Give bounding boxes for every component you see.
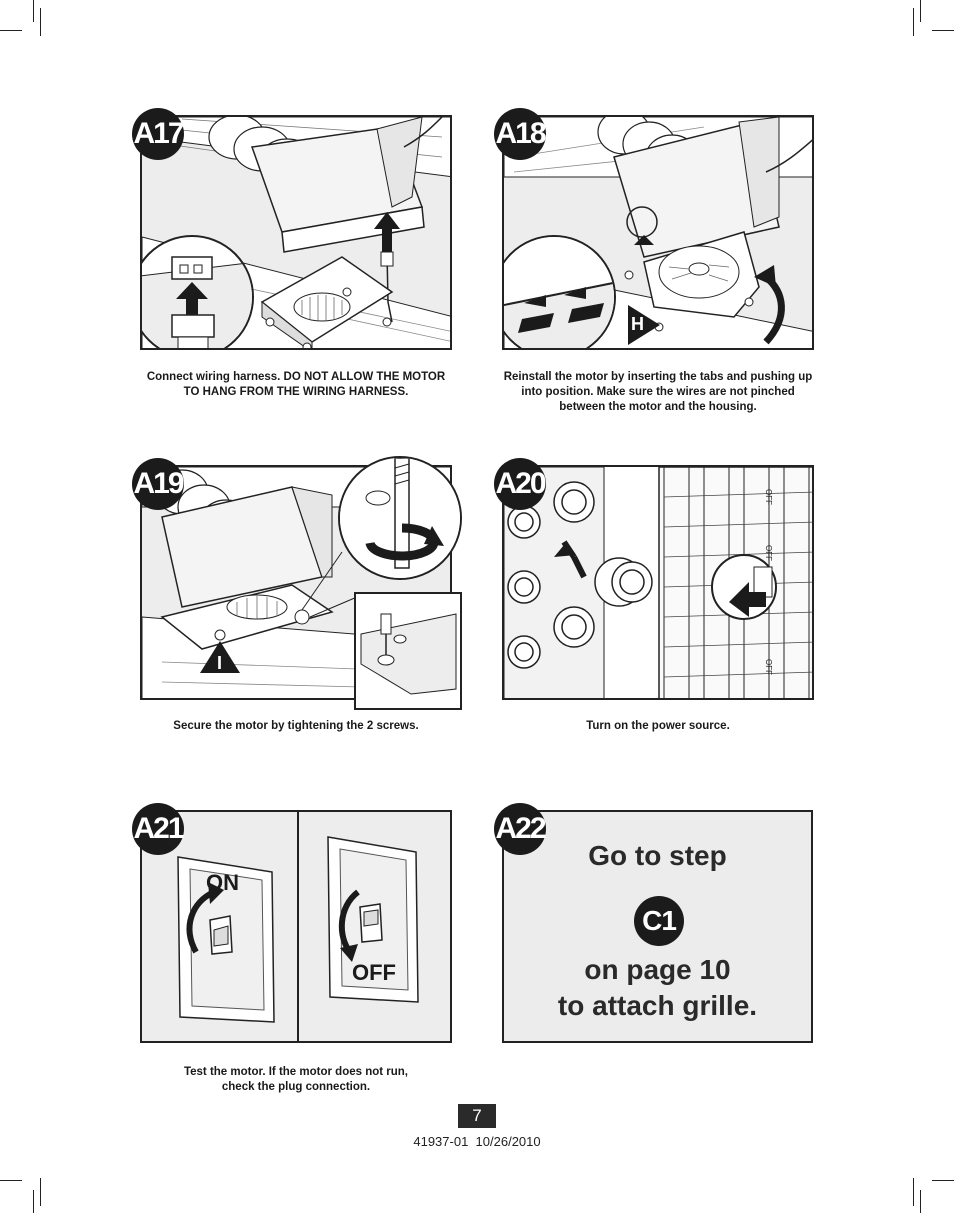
goto-line3: to attach grille. <box>557 990 758 1021</box>
switch-on-label: ON <box>206 870 239 895</box>
step-badge-a21: A21 <box>132 803 185 855</box>
crop-mark <box>40 8 41 36</box>
caption-a21-line1: Test the motor. If the motor does not ru… <box>183 1066 409 1078</box>
illustration-a20: OFF OFF OFF <box>502 465 814 700</box>
marker-i-triangle <box>200 641 240 673</box>
step-badge-a17: A17 <box>132 108 185 160</box>
crop-mark <box>932 30 954 31</box>
crop-mark <box>0 1180 22 1181</box>
caption-a20: Turn on the power source. <box>586 720 730 732</box>
caption-a21-line2: check the plug connection. <box>221 1081 371 1093</box>
breaker-label-top: OFF <box>764 489 773 505</box>
crop-mark <box>920 0 921 22</box>
crop-mark <box>40 1178 41 1206</box>
crop-mark <box>920 1190 921 1213</box>
caption-a18: Reinstall the motor by inserting the tab… <box>503 371 813 413</box>
zoom-detail-tabs <box>504 235 616 348</box>
caption-a19: Secure the motor by tightening the 2 scr… <box>173 720 419 732</box>
crop-mark <box>913 8 914 36</box>
illustration-a17 <box>140 115 452 350</box>
goto-line1: Go to step <box>588 840 727 871</box>
crop-mark <box>932 1180 954 1181</box>
footer-doc-info: 41937-01 10/26/2010 <box>0 1134 954 1149</box>
step-badge-a20: A20 <box>494 458 547 510</box>
breaker-label-mid: OFF <box>764 545 773 561</box>
zoom-detail-harness <box>142 235 254 348</box>
step-badge-a19: A19 <box>132 458 185 510</box>
illustration-a21: ON OFF <box>140 810 452 1043</box>
crop-mark <box>33 1190 34 1213</box>
inset-detail-screw <box>354 592 462 710</box>
crop-mark <box>33 0 34 22</box>
breaker-label-low: OFF <box>764 659 773 675</box>
goto-line2: on page 10 <box>584 954 731 985</box>
crop-mark <box>0 30 22 31</box>
footer-date: 10/26/2010 <box>475 1134 541 1149</box>
caption-a17: Connect wiring harness. DO NOT ALLOW THE… <box>146 371 446 398</box>
step-badge-a22: A22 <box>494 803 547 855</box>
step-ref-badge: C1 <box>634 896 684 946</box>
page-number: 7 <box>458 1104 496 1128</box>
switch-off-label: OFF <box>352 960 396 985</box>
zoom-detail-screwdriver <box>338 456 462 580</box>
marker-h-triangle <box>628 305 660 345</box>
goto-panel-a22: Go to step C1 on page 10 to attach grill… <box>502 810 813 1043</box>
caption-a21: Test the motor. If the motor does not ru… <box>140 1065 452 1095</box>
illustration-a18: H <box>502 115 814 350</box>
footer-doc-id: 41937-01 <box>413 1134 469 1149</box>
crop-mark <box>913 1178 914 1206</box>
step-badge-a18: A18 <box>494 108 547 160</box>
marker-i-label: I <box>217 653 223 673</box>
marker-h-label: H <box>631 314 644 334</box>
